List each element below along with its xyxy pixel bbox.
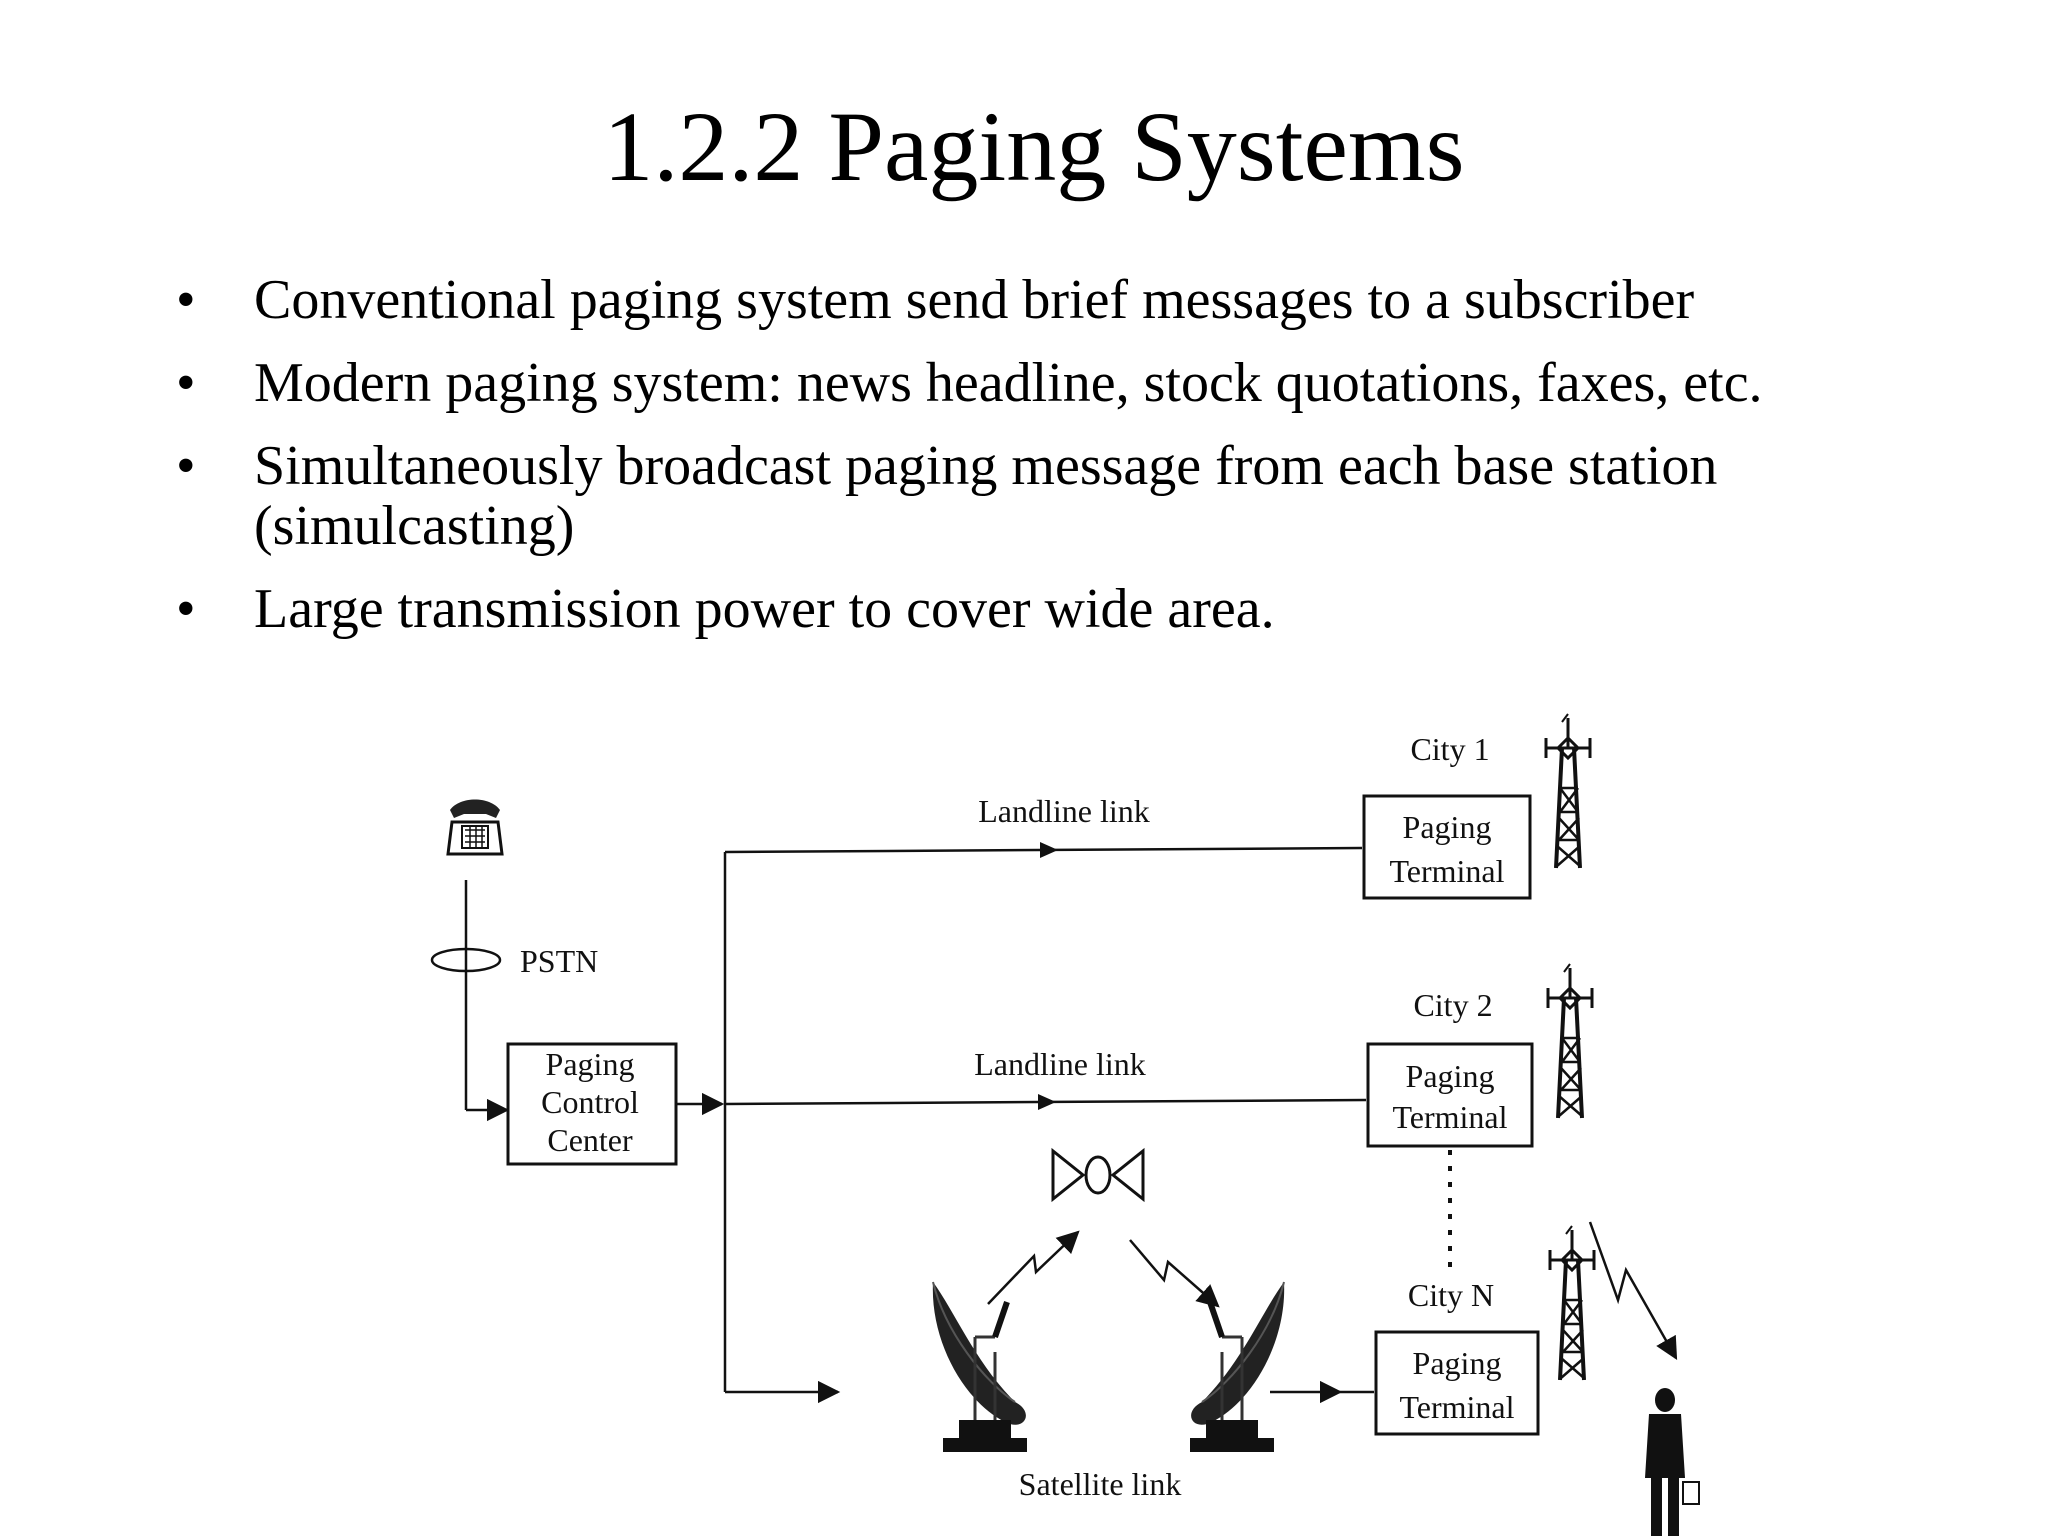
paging-terminal-n-box: [1374, 1330, 1540, 1436]
landline-link-2-label: Landline link: [974, 1046, 1146, 1082]
pstn-label: PSTN: [520, 943, 598, 979]
bullet-dot: •: [176, 269, 196, 331]
terminal-n-line-1: Paging: [1413, 1345, 1502, 1381]
paging-terminal-2-box: [1366, 1042, 1534, 1148]
bullet-text: Large transmission power to cover wide a…: [254, 578, 1275, 640]
control-center-line-1: Paging: [546, 1046, 635, 1082]
city-n-label: City N: [1408, 1277, 1494, 1313]
city-2-label: City 2: [1413, 987, 1492, 1023]
bullet-item: • Modern paging system: news headline, st…: [170, 353, 1970, 413]
bullet-item: • Conventional paging system send brief m…: [170, 270, 1970, 330]
radio-link-zigzag: [1588, 1221, 1678, 1360]
landline-link-1-label: Landline link: [978, 793, 1150, 829]
bullet-item: • Simultaneously broadcast paging message…: [170, 436, 1970, 556]
terminal-n-line-2: Terminal: [1399, 1389, 1514, 1425]
transmission-tower-icon: [1548, 1224, 1596, 1382]
slide-title: 1.2.2 Paging Systems: [603, 91, 1465, 202]
transmission-tower-icon: [1546, 962, 1594, 1120]
control-center-line-2: Control: [541, 1084, 639, 1120]
control-center-line-3: Center: [547, 1122, 633, 1158]
bullet-text: Simultaneously broadcast paging message …: [254, 435, 1718, 557]
bullet-list: • Conventional paging system send brief m…: [170, 270, 1970, 662]
bullet-item: • Large transmission power to cover wide …: [170, 579, 1970, 639]
satellite-dish-icon: [1190, 1282, 1284, 1452]
terminal-1-line-1: Paging: [1403, 809, 1492, 845]
transmission-tower-icon: [1544, 712, 1592, 870]
satellite-dish-icon: [933, 1282, 1027, 1452]
paging-control-center-box: [506, 1042, 678, 1166]
bullet-dot: •: [176, 435, 196, 497]
satellite-link-label: Satellite link: [1019, 1466, 1182, 1502]
person-with-briefcase-icon: [1645, 1388, 1700, 1536]
downlink-zigzag: [1129, 1239, 1220, 1308]
bullet-text: Modern paging system: news headline, sto…: [254, 352, 1763, 414]
uplink-zigzag: [987, 1230, 1080, 1305]
satellite-icon: [1051, 1147, 1145, 1203]
terminal-1-line-2: Terminal: [1389, 853, 1504, 889]
landline-link-1-arrowhead: [1040, 842, 1058, 858]
terminal-2-line-1: Paging: [1406, 1058, 1495, 1094]
paging-terminal-1-box: [1362, 794, 1532, 900]
bullet-dot: •: [176, 578, 196, 640]
pstn-ellipse: [430, 947, 502, 973]
landline-link-2-arrowhead: [1038, 1094, 1056, 1110]
bullet-text: Conventional paging system send brief me…: [254, 269, 1695, 331]
bullet-dot: •: [176, 352, 196, 414]
city-1-label: City 1: [1410, 731, 1489, 767]
terminal-2-line-2: Terminal: [1392, 1099, 1507, 1135]
telephone-icon: [446, 799, 504, 856]
